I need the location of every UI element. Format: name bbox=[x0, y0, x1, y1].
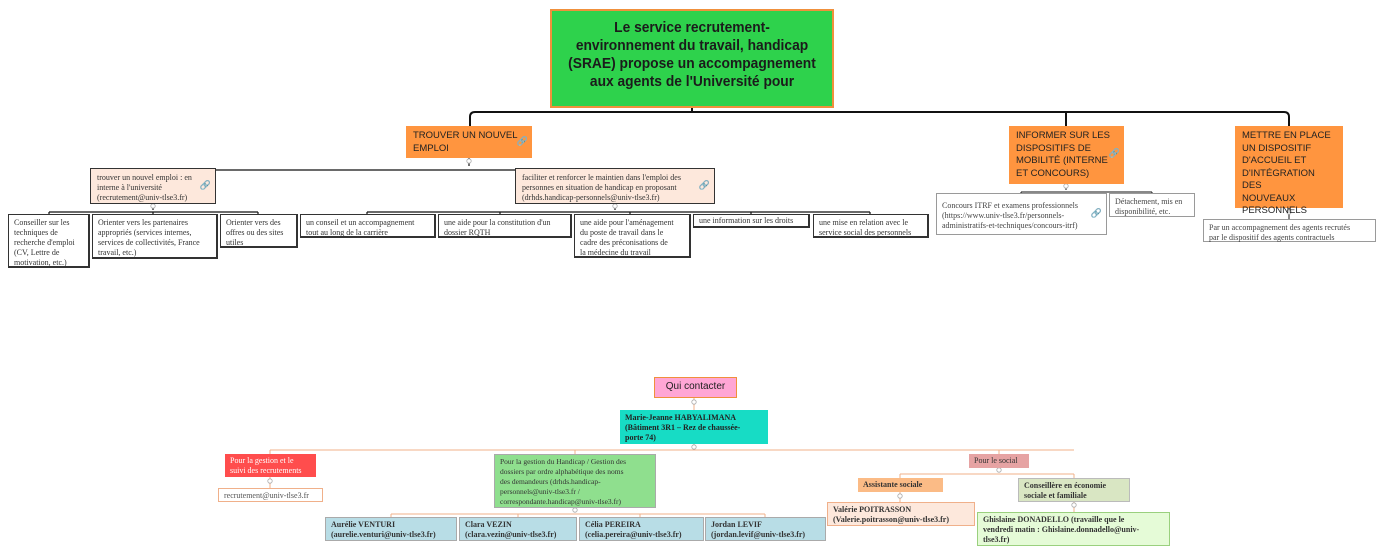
leaf-info-droits[interactable]: une information sur les droits bbox=[693, 214, 810, 228]
link-icon[interactable]: 🔗 bbox=[199, 181, 211, 191]
link-icon[interactable]: 🔗 bbox=[1090, 209, 1102, 219]
contact-social-label: Pour le social bbox=[974, 456, 1018, 465]
leaf-text: Conseiller sur les techniques de recherc… bbox=[14, 218, 75, 267]
contact-assistante-person[interactable]: Valérie POITRASSON (Valerie.poitrasson@u… bbox=[827, 502, 975, 526]
leaf-orienter-offres[interactable]: Orienter vers des offres ou des sites ut… bbox=[220, 214, 298, 248]
contact-person[interactable]: Célia PEREIRA (celia.pereira@univ-tlse3.… bbox=[579, 517, 704, 541]
contact-gestion-handicap[interactable]: Pour la gestion du Handicap / Gestion de… bbox=[494, 454, 656, 508]
leaf-detachement[interactable]: Détachement, mis en disponibilité, etc. bbox=[1109, 193, 1195, 217]
contact-handicap-label: Pour la gestion du Handicap / Gestion de… bbox=[500, 457, 627, 506]
link-icon[interactable]: 🔗 bbox=[1108, 149, 1120, 159]
link-icon[interactable]: 🔗 bbox=[516, 137, 528, 147]
contact-title[interactable]: Qui contacter bbox=[654, 377, 737, 398]
branch-trouver-emploi[interactable]: TROUVER UN NOUVEL EMPLOI 🔗 bbox=[406, 126, 532, 158]
sub-maintien-text: faciliter et renforcer le maintien dans … bbox=[522, 173, 681, 202]
leaf-concours[interactable]: Concours ITRF et examens professionnels … bbox=[936, 193, 1107, 235]
leaf-conseil-accompagnement[interactable]: un conseil et un accompagnement tout au … bbox=[300, 214, 436, 238]
sub-nouvel-emploi-text: trouver un nouvel emploi : en interne à … bbox=[97, 173, 192, 202]
contact-social[interactable]: Pour le social bbox=[969, 454, 1029, 468]
link-icon[interactable]: 🔗 bbox=[698, 181, 710, 191]
contact-conseillere[interactable]: Conseillère en économie sociale et famil… bbox=[1018, 478, 1130, 502]
contact-head-text: Marie-Jeanne HABYALIMANA (Bâtiment 3R1 –… bbox=[625, 413, 741, 442]
contact-person[interactable]: Jordan LEVIF (jordan.levif@univ-tlse3.fr… bbox=[705, 517, 826, 541]
leaf-text: une aide pour la constitution d'un dossi… bbox=[444, 218, 551, 237]
person-text: Célia PEREIRA (celia.pereira@univ-tlse3.… bbox=[585, 520, 682, 539]
contact-assistante-sociale[interactable]: Assistante sociale bbox=[858, 478, 943, 492]
leaf-orienter-partenaires[interactable]: Orienter vers les partenaires appropriés… bbox=[92, 214, 218, 259]
branch-trouver-label: TROUVER UN NOUVEL EMPLOI bbox=[413, 130, 518, 154]
contact-conseillere-label: Conseillère en économie sociale et famil… bbox=[1024, 481, 1107, 500]
contact-person[interactable]: Clara VEZIN (clara.vezin@univ-tlse3.fr) bbox=[459, 517, 577, 541]
leaf-text: une mise en relation avec le service soc… bbox=[819, 218, 912, 237]
leaf-conseiller[interactable]: Conseiller sur les techniques de recherc… bbox=[8, 214, 90, 268]
leaf-text: Concours ITRF et examens professionnels … bbox=[942, 201, 1078, 230]
contact-email-text: recrutement@univ-tlse3.fr bbox=[224, 491, 309, 500]
leaf-aide-amenagement[interactable]: une aide pour l'aménagement du poste de … bbox=[574, 214, 691, 258]
leaf-text: Orienter vers les partenaires appropriés… bbox=[98, 218, 200, 257]
person-text: Ghislaine DONADELLO (travaille que le ve… bbox=[983, 515, 1140, 544]
sub-maintien-emploi[interactable]: faciliter et renforcer le maintien dans … bbox=[515, 168, 715, 204]
leaf-text: Orienter vers des offres ou des sites ut… bbox=[226, 218, 284, 247]
person-text: Valérie POITRASSON (Valerie.poitrasson@u… bbox=[833, 505, 950, 524]
person-text: Aurélie VENTURI (aurelie.venturi@univ-tl… bbox=[331, 520, 436, 539]
branch-mettre-en-place[interactable]: METTRE EN PLACE UN DISPOSITIF D'ACCUEIL … bbox=[1235, 126, 1343, 216]
contact-assistante-label: Assistante sociale bbox=[863, 480, 923, 489]
contact-title-text: Qui contacter bbox=[665, 381, 726, 392]
branch-mettre-label: METTRE EN PLACE UN DISPOSITIF D'ACCUEIL … bbox=[1242, 130, 1331, 216]
root-text: Le service recrutement- environnement du… bbox=[568, 19, 816, 90]
sub-nouvel-emploi[interactable]: trouver un nouvel emploi : en interne à … bbox=[90, 168, 216, 204]
contact-conseillere-person[interactable]: Ghislaine DONADELLO (travaille que le ve… bbox=[977, 512, 1170, 546]
contact-gestion-recrutements[interactable]: Pour la gestion et le suivi des recrutem… bbox=[225, 454, 316, 477]
leaf-text: un conseil et un accompagnement tout au … bbox=[306, 218, 415, 237]
person-text: Jordan LEVIF (jordan.levif@univ-tlse3.fr… bbox=[711, 520, 806, 539]
leaf-text: une aide pour l'aménagement du poste de … bbox=[580, 218, 674, 257]
contact-head[interactable]: Marie-Jeanne HABYALIMANA (Bâtiment 3R1 –… bbox=[620, 410, 768, 444]
leaf-text: une information sur les droits bbox=[699, 216, 794, 225]
person-text: Clara VEZIN (clara.vezin@univ-tlse3.fr) bbox=[465, 520, 557, 539]
contact-gestion-label: Pour la gestion et le suivi des recrutem… bbox=[230, 456, 302, 475]
contact-person[interactable]: Aurélie VENTURI (aurelie.venturi@univ-tl… bbox=[325, 517, 457, 541]
contact-recrutement-email[interactable]: recrutement@univ-tlse3.fr bbox=[218, 488, 323, 502]
leaf-accompagnement[interactable]: Par un accompagnement des agents recruté… bbox=[1203, 219, 1376, 242]
root-node[interactable]: Le service recrutement- environnement du… bbox=[550, 9, 834, 108]
leaf-text: Détachement, mis en disponibilité, etc. bbox=[1115, 197, 1183, 216]
branch-informer-label: INFORMER SUR LES DISPOSITIFS DE MOBILITÉ… bbox=[1016, 130, 1110, 179]
leaf-aide-rqth[interactable]: une aide pour la constitution d'un dossi… bbox=[438, 214, 572, 238]
branch-informer-mobilite[interactable]: INFORMER SUR LES DISPOSITIFS DE MOBILITÉ… bbox=[1009, 126, 1124, 184]
leaf-mise-relation[interactable]: une mise en relation avec le service soc… bbox=[813, 214, 929, 238]
leaf-text: Par un accompagnement des agents recruté… bbox=[1209, 223, 1351, 242]
